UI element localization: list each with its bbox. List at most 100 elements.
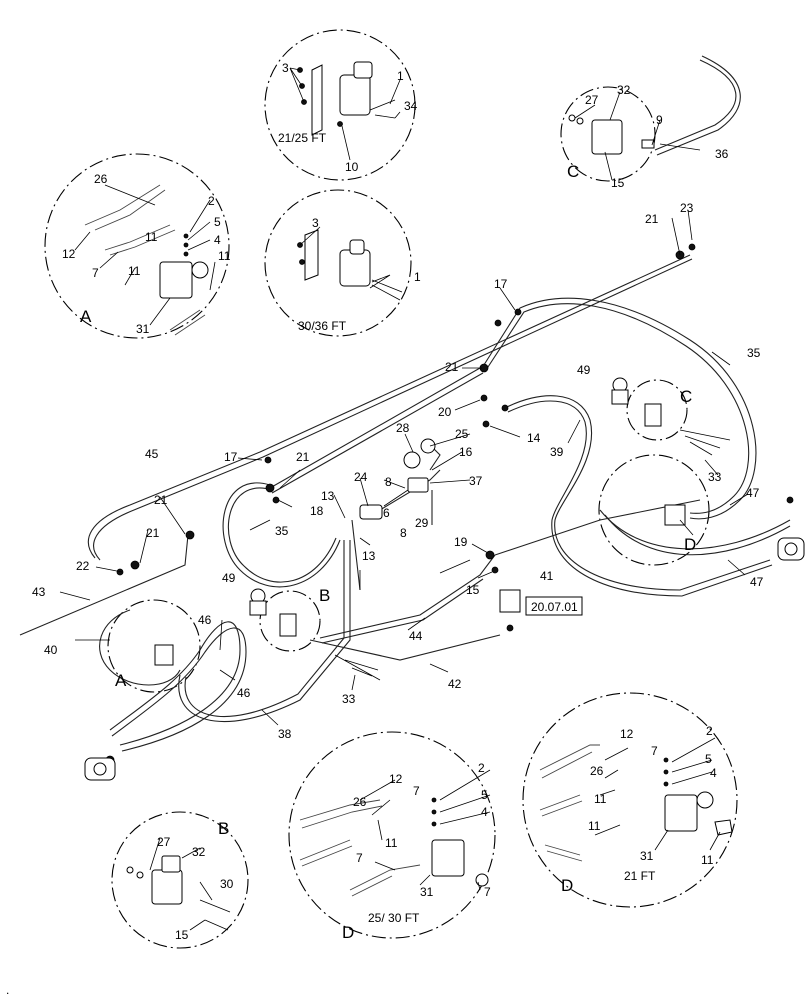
callout-42: 42 [448, 677, 462, 691]
callout-7d1b: 7 [356, 851, 363, 865]
detail-letter-c-top: C [567, 162, 579, 181]
detail-circle-a-small [107, 599, 201, 693]
callout-8-lower: 8 [400, 526, 407, 540]
hose-38-b [184, 540, 345, 717]
callout-35-right: 35 [747, 346, 761, 360]
hydraulic-motor-left [84, 757, 116, 781]
callout-3b: 3 [312, 216, 319, 230]
callout-1: 1 [397, 69, 404, 83]
callout-11d1: 11 [385, 836, 398, 850]
callout-47-lower: 47 [750, 575, 764, 589]
callout-4d2: 4 [710, 766, 717, 780]
hose-36 [654, 59, 737, 151]
detail-letter-d-21ft: D [561, 876, 573, 895]
callout-21-left: 21 [154, 493, 168, 507]
hose-39 [504, 395, 771, 591]
detail-c-top-parts [568, 114, 655, 155]
callout-34: 34 [404, 99, 418, 113]
valve-assembly-21-25ft [297, 61, 396, 136]
hose-45-b [93, 258, 693, 561]
callout-17-upper: 17 [494, 277, 508, 291]
callout-7d1a: 7 [413, 784, 420, 798]
detail-d-21ft-parts [539, 744, 733, 862]
hose-35-lower-b [227, 487, 337, 583]
manifold-b-small [279, 613, 297, 637]
callout-15c: 15 [611, 176, 625, 190]
callout-17-mid: 17 [224, 450, 238, 464]
hose-44 [319, 554, 496, 639]
detail-d-25-30ft-parts [299, 797, 489, 897]
callout-11a2: 11 [128, 264, 141, 278]
callout-11d2c: 11 [701, 853, 714, 867]
callout-7a: 7 [92, 266, 99, 280]
callout-12d1: 12 [389, 772, 403, 786]
manifold-a-small [154, 644, 174, 666]
callout-30: 30 [220, 877, 234, 891]
callout-32c: 32 [617, 83, 631, 97]
detail-circle-valve-21-25ft [264, 29, 416, 181]
detail-circle-b-bottom [111, 811, 249, 949]
callout-19: 19 [454, 535, 468, 549]
valve-block-37 [407, 477, 429, 493]
hose-47 [599, 509, 791, 550]
callout-7d1c: 7 [484, 885, 491, 899]
callout-37: 37 [469, 474, 483, 488]
callout-33-lower: 33 [342, 692, 356, 706]
hose-35-upper [481, 297, 757, 520]
callout-21-mid: 21 [445, 360, 459, 374]
detail-letter-b-small: B [319, 586, 330, 605]
callout-27c: 27 [585, 93, 599, 107]
detail-circle-a-top [44, 153, 230, 339]
callout-36: 36 [715, 147, 729, 161]
callout-2a: 2 [208, 194, 215, 208]
detail-circle-valve-30-36ft [264, 189, 412, 337]
callout-8-upper: 8 [385, 475, 392, 489]
callout-9c: 9 [656, 113, 663, 127]
hose-42 [309, 634, 501, 661]
callout-13-lower: 13 [362, 549, 376, 563]
hose-46-b [111, 627, 247, 752]
detail-letter-c-small: C [680, 387, 692, 406]
callout-24: 24 [354, 470, 368, 484]
callout-49-lower: 49 [222, 571, 236, 585]
detail-letter-d-small: D [684, 535, 696, 554]
callout-26d2: 26 [590, 764, 604, 778]
hose-40 [99, 609, 181, 686]
callout-27b: 27 [157, 835, 171, 849]
callout-26d1: 26 [353, 795, 367, 809]
detail-circle-d-21ft [522, 692, 738, 908]
hose-46 [109, 621, 241, 746]
callout-10: 10 [345, 160, 359, 174]
callout-21-top: 21 [645, 212, 659, 226]
detail-a-top-parts [84, 184, 209, 336]
callout-1b: 1 [414, 270, 421, 284]
callout-6: 6 [383, 506, 390, 520]
hatched-arrow-33-lower [334, 654, 381, 681]
callout-31d1: 31 [420, 885, 434, 899]
manifold-15 [499, 589, 521, 613]
callout-22: 22 [76, 559, 90, 573]
footer-mark: . [6, 983, 9, 997]
callout-49-upper: 49 [577, 363, 591, 377]
callout-18: 18 [310, 504, 324, 518]
hydraulic-motor-right [777, 537, 805, 561]
solenoid-valve-49-upper [611, 377, 629, 405]
hose-21-mid [269, 367, 481, 489]
hose-35-lower [222, 482, 341, 588]
callout-32b: 32 [192, 845, 206, 859]
callout-15-center: 15 [466, 583, 480, 597]
callout-21-lower: 21 [146, 526, 160, 540]
callout-5a: 5 [214, 215, 221, 229]
callout-13-upper: 13 [321, 489, 335, 503]
callout-23: 23 [680, 201, 694, 215]
callout-11d2a: 11 [594, 792, 607, 806]
detail-circle-c-small [626, 379, 688, 441]
callout-39: 39 [550, 445, 564, 459]
callout-5d2: 5 [705, 752, 712, 766]
callout-47-upper: 47 [746, 486, 760, 500]
callout-12a: 12 [62, 247, 76, 261]
callout-20: 20 [438, 405, 452, 419]
callout-2d2: 2 [706, 724, 713, 738]
callout-44: 44 [409, 629, 423, 643]
valve-assembly-30-36ft [297, 229, 403, 301]
